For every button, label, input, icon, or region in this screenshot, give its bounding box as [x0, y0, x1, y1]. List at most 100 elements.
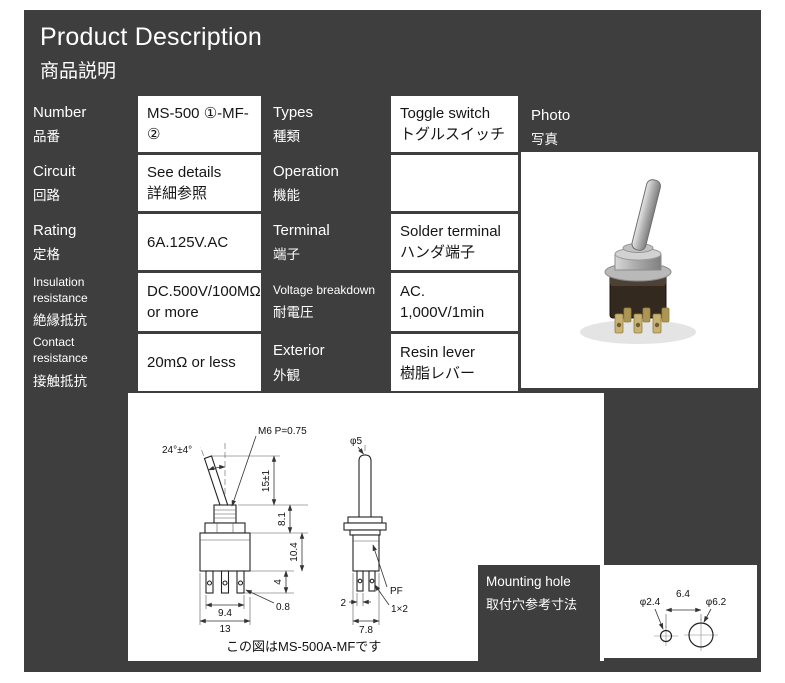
label-number-en: Number	[33, 103, 87, 121]
value-exterior-line1: Resin lever	[400, 343, 476, 361]
photo-header: Photo 写真	[521, 96, 761, 149]
value-terminal-line2: ハンダ端子	[400, 244, 476, 261]
dim-body-depth: 7.8	[359, 625, 373, 636]
label-circuit-ja: 回路	[33, 188, 60, 204]
label-exterior-en: Exterior	[273, 342, 325, 360]
dim-lever-diameter: φ5	[350, 436, 362, 447]
label-rating-en: Rating	[33, 221, 77, 239]
label-exterior-ja: 外観	[273, 367, 300, 383]
dim-hole-pitch: 6.4	[676, 589, 690, 600]
label-operation-en: Operation	[273, 162, 339, 180]
value-terminal-line1: Solder terminal	[400, 223, 501, 240]
label-types-ja: 種類	[273, 129, 300, 145]
dim-lug-thickness: 0.8	[276, 602, 290, 613]
value-terminal: Solder terminal ハンダ端子	[391, 214, 518, 270]
value-insulation-line2: or more	[147, 304, 199, 321]
label-voltage-en: Voltage breakdown	[273, 282, 376, 297]
spec-table: Photo 写真	[24, 96, 761, 391]
label-insulation-en: Insulation resistance	[33, 274, 88, 305]
value-operation	[391, 155, 518, 211]
switch-lever	[630, 179, 661, 251]
drawing-caption: この図はMS-500A-MFです	[226, 639, 382, 654]
side-extension-lines	[352, 573, 380, 625]
mounting-hole-drawing: φ2.4 6.4 φ6.2	[640, 589, 727, 651]
front-view-details	[200, 509, 250, 541]
value-types-line1: Toggle switch	[400, 105, 491, 122]
technical-drawing: M6 P=0.75 24°±4° 15±1 8.1 10.4 4 0.8 9.4…	[162, 426, 408, 636]
label-operation-ja: 機能	[273, 188, 300, 204]
label-terminal-ja: 端子	[273, 247, 300, 263]
dim-bushing-height: 8.1	[277, 512, 288, 526]
dim-lug-offset: 2	[340, 598, 346, 609]
label-circuit: Circuit 回路	[24, 155, 135, 211]
photo-label-ja: 写真	[531, 131, 558, 147]
mounting-dimension-lines	[654, 607, 712, 630]
dim-large-hole: φ6.2	[706, 597, 727, 608]
photo-cell: Photo 写真	[521, 96, 761, 391]
small-hole	[659, 629, 673, 643]
dim-body-width: 13	[219, 624, 231, 635]
value-exterior: Resin lever 樹脂レバー	[391, 334, 518, 391]
dim-pf: PF	[390, 586, 403, 597]
value-insulation-line1: DC.500V/100MΩ	[147, 283, 261, 300]
dim-lug-size: 1×2	[391, 604, 408, 615]
dim-body-height: 10.4	[289, 542, 300, 562]
large-hole	[688, 622, 714, 648]
value-number-line1: MS-500 ①-MF-②	[147, 105, 249, 143]
dim-thread: M6 P=0.75	[258, 426, 307, 437]
label-number: Number 品番	[24, 96, 135, 152]
value-contact-resistance: 20mΩ or less	[138, 334, 261, 391]
mounting-hole-label-en: Mounting hole	[486, 574, 571, 589]
label-operation: Operation 機能	[264, 155, 388, 211]
angle-arc	[207, 464, 226, 471]
label-types: Types 種類	[264, 96, 388, 152]
solder-lugs	[614, 307, 669, 334]
value-voltage-line1: AC. 1,000V/1min	[400, 283, 485, 321]
label-terminal-en: Terminal	[273, 221, 330, 239]
dim-lug-length: 4	[273, 579, 284, 585]
value-exterior-line2: 樹脂レバー	[400, 364, 476, 382]
front-view	[199, 455, 251, 594]
label-insulation-resistance: Insulation resistance 絶縁抵抗	[24, 273, 135, 331]
value-types: Toggle switch トグルスイッチ	[391, 96, 518, 152]
label-insulation-ja: 絶縁抵抗	[33, 313, 87, 329]
dim-lever-length: 15±1	[261, 469, 272, 492]
dim-angle: 24°±4°	[162, 445, 192, 456]
label-number-ja: 品番	[33, 129, 60, 145]
dim-pitch-width: 9.4	[218, 608, 232, 619]
value-rating-line1: 6A.125V.AC	[147, 233, 229, 251]
label-circuit-en: Circuit	[33, 162, 76, 180]
mounting-hole-label-ja: 取付穴参考寸法	[486, 597, 578, 612]
label-contact-ja: 接触抵抗	[33, 373, 87, 389]
value-types-line2: トグルスイッチ	[400, 126, 506, 143]
page-title: Product Description	[40, 23, 262, 51]
mounting-hole-panel: φ2.4 6.4 φ6.2	[600, 565, 757, 658]
value-rating: 6A.125V.AC	[138, 214, 261, 270]
mounting-hole-label: Mounting hole 取付穴参考寸法	[478, 565, 600, 661]
label-exterior: Exterior 外観	[264, 334, 388, 391]
switch-body	[609, 273, 669, 334]
photo-label-en: Photo	[531, 107, 571, 124]
side-dimension-lines	[349, 446, 390, 624]
front-dimension-lines	[199, 435, 305, 624]
label-voltage-ja: 耐電圧	[273, 305, 314, 321]
label-terminal: Terminal 端子	[264, 214, 388, 270]
label-types-en: Types	[273, 103, 314, 121]
value-circuit-line2: 詳細参照	[147, 185, 208, 202]
label-rating: Rating 定格	[24, 214, 135, 270]
mounting-crosshairs	[654, 619, 718, 651]
label-rating-ja: 定格	[33, 247, 60, 263]
value-number: MS-500 ①-MF-②	[138, 96, 261, 152]
spec-panel: Product Description 商品説明 Photo 写真	[24, 10, 761, 672]
mounting-extension-lines	[665, 614, 702, 628]
value-insulation-resistance: DC.500V/100MΩ or more	[138, 273, 261, 331]
label-contact-resistance: Contact resistance 接触抵抗	[24, 334, 135, 391]
side-view	[343, 454, 387, 592]
value-circuit: See details 詳細参照	[138, 155, 261, 211]
page-header: Product Description 商品説明	[24, 10, 761, 96]
value-contact-line1: 20mΩ or less	[147, 354, 236, 371]
value-voltage-breakdown: AC. 1,000V/1min	[391, 273, 518, 331]
value-circuit-line1: See details	[147, 164, 222, 181]
label-voltage-breakdown: Voltage breakdown 耐電圧	[264, 273, 388, 331]
